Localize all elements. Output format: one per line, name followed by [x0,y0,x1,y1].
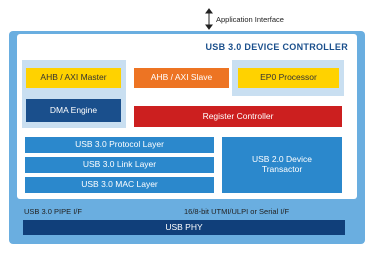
usb3-mac-layer-block: USB 3.0 MAC Layer [25,177,214,193]
usb3-protocol-layer-block: USB 3.0 Protocol Layer [25,137,214,153]
dma-engine-block: DMA Engine [26,99,121,122]
usb2-transactor-line2: Transactor [261,164,303,174]
controller-title: USB 3.0 DEVICE CONTROLLER [205,42,348,52]
controller-title-rest: DEVICE CONTROLLER [241,42,348,52]
usb3-link-layer-block: USB 3.0 Link Layer [25,157,214,173]
ahb-axi-slave-block: AHB / AXI Slave [134,68,229,88]
usb2-transactor-line1: USB 2.0 Device [252,154,312,165]
utmi-if-label: 16/8-bit UTMI/ULPI or Serial I/F [184,207,290,216]
controller-title-bold: USB 3.0 [205,42,242,52]
usb-phy-block: USB PHY [23,220,345,235]
pipe-if-label: USB 3.0 PIPE I/F [24,207,82,216]
ep0-processor-block: EP0 Processor [238,68,339,88]
usb2-device-transactor-block: USB 2.0 Device Transactor [222,137,342,193]
app-interface-arrow-up-head [205,8,213,14]
app-interface-label: Application Interface [216,15,284,24]
app-interface-arrow-down-head [205,24,213,30]
register-controller-block: Register Controller [134,106,342,127]
ahb-axi-master-block: AHB / AXI Master [26,68,121,88]
